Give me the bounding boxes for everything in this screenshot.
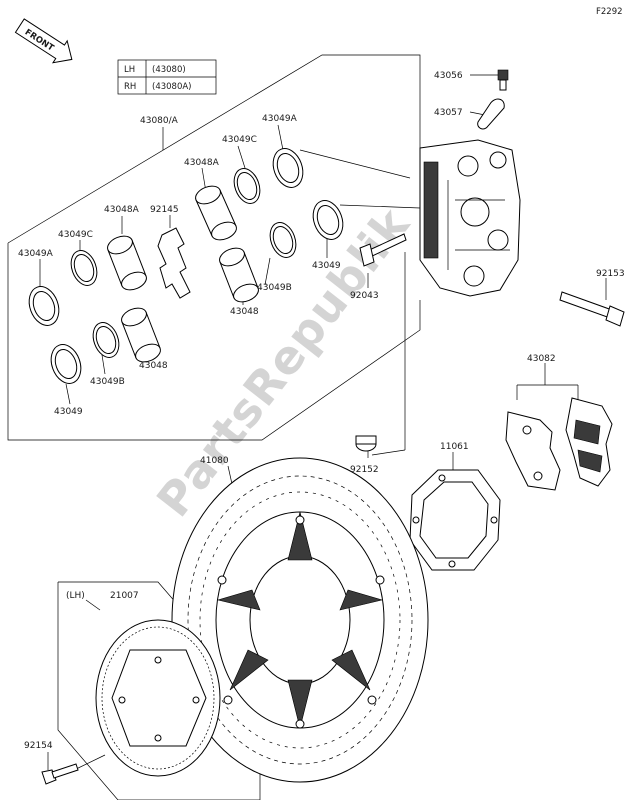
lh-subgroup-outline [57,581,261,800]
mounting-bolt-92153 [559,291,625,327]
seal-ring-43049b-mid [269,222,297,258]
bleed-cap-43057 [477,98,505,130]
piston-43048-low [121,307,161,363]
seal-ring-43049-low [50,344,82,384]
callout-21007: 21007 [110,591,139,601]
callout-43049a-left: 43049A [18,249,54,259]
front-arrow-icon: FRONT [14,18,73,64]
diagram-code: F2292 [596,7,623,17]
caliper-body [419,139,521,297]
callout-43048a-left: 43048A [104,205,140,215]
callout-43080a: 43080/A [140,116,179,126]
collar-92152 [355,435,377,452]
callout-11061: 11061 [440,442,469,452]
brake-disc-41080 [171,457,429,783]
callout-43082: 43082 [527,354,556,364]
callout-43049-low: 43049 [54,407,83,417]
callout-43049c-top: 43049C [222,135,257,145]
variant-part-lh: (43080) [152,65,186,75]
callout-43049a-top: 43049A [262,114,298,124]
piston-43048-mid [219,247,259,303]
seal-ring-43049c-top [233,168,261,204]
gasket-11061 [409,469,501,571]
brake-pads-43082 [505,397,613,491]
callout-92043: 92043 [350,291,379,301]
seal-ring-43049a-left [28,286,60,326]
variant-side-lh: LH [124,65,135,75]
variant-part-rh: (43080A) [152,82,192,92]
variant-side-rh: RH [124,82,136,92]
callout-labels: 43080/A 43049A 43049C 43048A 92145 43048… [18,71,625,751]
callout-43049-mid: 43049 [312,261,341,271]
pistons [107,185,259,363]
seal-ring-43049-mid [312,200,344,240]
callout-43048-mid: 43048 [230,307,259,317]
piston-43048a-left [107,235,147,291]
seal-rings [28,148,344,384]
seal-ring-43049b-low [92,322,120,358]
callout-92145: 92145 [150,205,179,215]
callout-92152: 92152 [350,465,379,475]
callout-43049b-low: 43049B [90,377,125,387]
callout-43048-low: 43048 [139,361,168,371]
callout-43056: 43056 [434,71,463,81]
seal-ring-43049c-left [70,250,98,286]
variant-table: LH (43080) RH (43080A) [117,59,217,95]
callout-92153: 92153 [596,269,625,279]
callout-43048a-top: 43048A [184,158,220,168]
pad-spring-92145 [157,227,191,299]
bleed-screw-43056 [497,69,509,91]
callout-92154: 92154 [24,741,53,751]
piston-43048a-top [195,185,237,241]
abs-rotor-21007 [95,619,221,777]
bolt-92154 [41,763,79,785]
callout-43049c-left: 43049C [58,230,93,240]
bolt-92043 [359,233,407,267]
seal-ring-43049a-top [272,148,304,188]
callout-41080: 41080 [200,456,229,466]
callout-43057: 43057 [434,108,463,118]
callout-43049b-mid: 43049B [257,283,292,293]
callout-lh-note: (LH) [66,591,85,601]
caliper-assembly-outline [7,54,421,441]
